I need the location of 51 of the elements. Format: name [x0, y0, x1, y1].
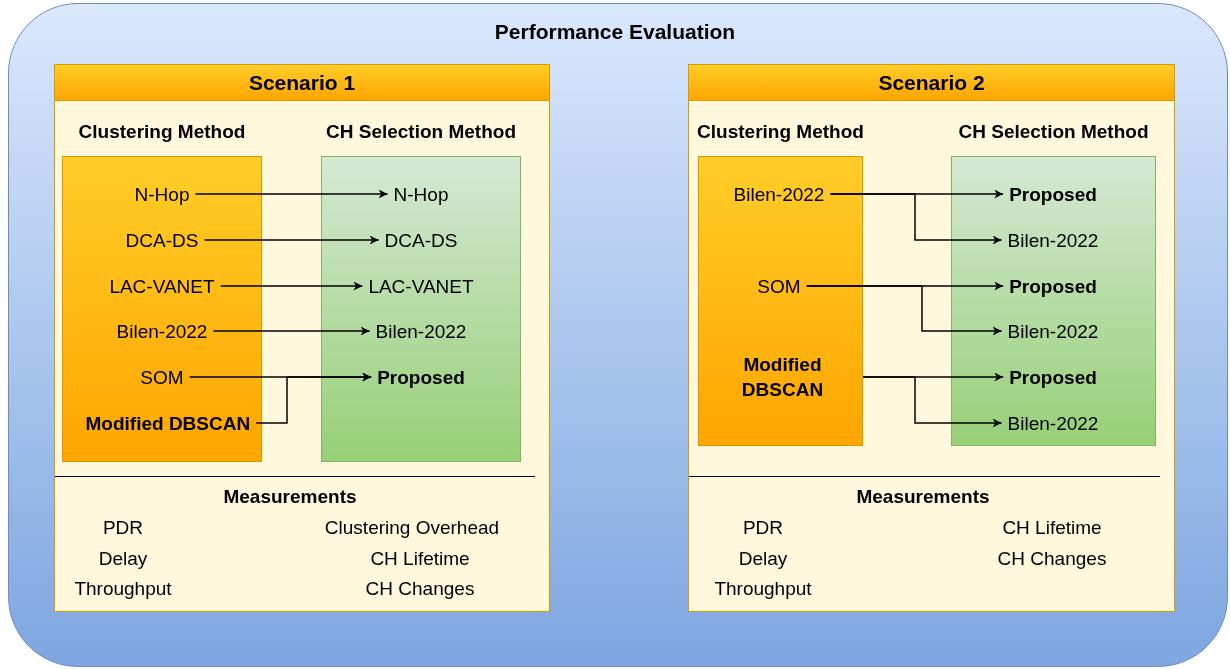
section-heading: Measurements: [222, 486, 358, 508]
measurement-label: Delay: [97, 548, 149, 570]
arrow: [194, 189, 389, 199]
method-label: LAC-VANET: [103, 273, 221, 299]
measurement-label: CH Changes: [996, 548, 1108, 570]
arrow: [212, 326, 371, 336]
arrow: [203, 235, 380, 245]
measurement-label: Clustering Overhead: [323, 517, 501, 539]
method-label: Modified DBSCAN: [79, 398, 257, 448]
method-label: Proposed: [1003, 364, 1103, 390]
scenario-card: [688, 64, 1175, 612]
connector-line: [255, 376, 288, 424]
measurement-label: Delay: [737, 548, 789, 570]
method-label: Proposed: [371, 364, 471, 390]
column-heading: CH Selection Method: [957, 121, 1150, 143]
method-label: DCA-DS: [378, 227, 464, 253]
method-label: Bilen-2022: [1001, 318, 1105, 344]
method-label: DCA-DS: [119, 227, 205, 253]
measurement-label: CH Changes: [364, 578, 476, 600]
measurement-label: Throughput: [73, 578, 173, 600]
scenario-header: Scenario 1: [55, 65, 549, 101]
method-label: SOM: [751, 273, 807, 299]
scenario-card: [54, 64, 550, 612]
title: Performance Evaluation: [493, 20, 737, 44]
method-label: Modified DBSCAN: [702, 352, 863, 402]
method-label: LAC-VANET: [362, 273, 480, 299]
method-label: N-Hop: [128, 181, 196, 207]
arrow: [219, 281, 364, 291]
measurement-label: PDR: [101, 517, 145, 539]
method-label: N-Hop: [387, 181, 455, 207]
method-label: Bilen-2022: [110, 318, 214, 344]
scenario-header: Scenario 2: [689, 65, 1174, 101]
arrow: [805, 285, 1003, 336]
measurement-label: CH Lifetime: [369, 548, 471, 570]
method-label: SOM: [134, 364, 190, 390]
arrow: [188, 372, 372, 382]
arrow: [829, 193, 1003, 245]
method-label: Proposed: [1003, 181, 1103, 207]
method-label: Bilen-2022: [369, 318, 473, 344]
method-label: Bilen-2022: [727, 181, 831, 207]
method-label: Bilen-2022: [1001, 227, 1105, 253]
column-heading: CH Selection Method: [325, 121, 517, 143]
method-label: Bilen-2022: [1001, 410, 1105, 436]
measurement-label: CH Lifetime: [1001, 517, 1103, 539]
column-heading: Clustering Method: [696, 121, 865, 143]
column-heading: Clustering Method: [77, 121, 247, 143]
measurement-label: Throughput: [713, 578, 813, 600]
section-heading: Measurements: [855, 486, 991, 508]
arrow: [862, 376, 1003, 428]
measurement-label: PDR: [741, 517, 785, 539]
method-label: Proposed: [1003, 273, 1103, 299]
